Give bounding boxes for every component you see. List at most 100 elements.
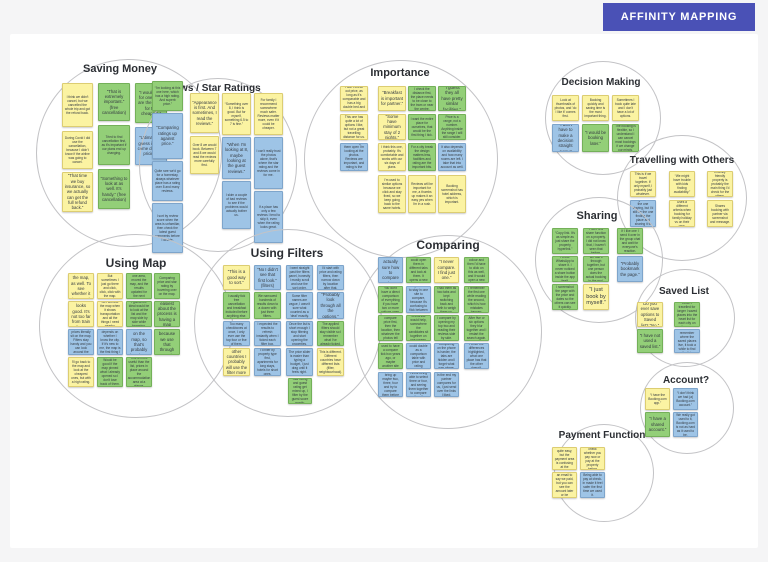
cluster-title-payment-function[interactable]: Payment Function (558, 430, 646, 441)
sticky-note[interactable]: I think this one, probably. It's comfort… (378, 143, 406, 171)
sticky-note[interactable]: “I just book by myself.” (583, 284, 609, 310)
sticky-note[interactable]: I'd start with price and rating filters,… (317, 265, 344, 290)
sticky-note[interactable]: “What I find easiest about the process i… (154, 301, 180, 327)
sticky-note[interactable]: “This is a good way to sort.” (223, 265, 250, 290)
cluster-circle-travelling-with-others[interactable] (617, 135, 747, 261)
sticky-note[interactable]: Being able to pay at check-in made it fe… (580, 472, 605, 498)
cluster-title-saved-list[interactable]: Saved List (658, 286, 710, 297)
cluster-title-using-map[interactable]: Using Map (105, 256, 167, 270)
cluster-title-comparing[interactable]: Comparing (416, 238, 480, 252)
sticky-note[interactable]: “This hotel looks good. It's not too far… (68, 301, 94, 327)
cluster-circle-account[interactable] (640, 362, 734, 454)
sticky-note[interactable]: “Probably look through all the options.” (317, 292, 344, 319)
sticky-note[interactable]: I feel Booking used to have a compare ti… (378, 343, 403, 369)
sticky-note[interactable]: Too many checkboxes at once, I only ever… (223, 321, 250, 346)
sticky-note[interactable]: “I'm not actually sure how to compare on… (378, 257, 403, 283)
sticky-note[interactable]: After five or six options they blur toge… (464, 315, 489, 341)
sticky-note[interactable]: Once I've got them open I'm looking at t… (340, 143, 368, 171)
sticky-note[interactable]: The booking is flexible, so I understand… (612, 124, 639, 152)
sticky-note[interactable]: “I have the Booking.com app.” (645, 388, 670, 410)
cluster-title-account[interactable]: Account? (662, 375, 710, 386)
sticky-note[interactable]: Once the list is short enough I stop fil… (286, 321, 313, 346)
sticky-note[interactable]: Price is a range, not a number. Anything… (438, 114, 466, 140)
sticky-note[interactable]: “Comparing ratings up against price.” (152, 113, 183, 159)
sticky-note[interactable]: “No I didn't see that first look.” (filt… (254, 265, 281, 290)
sticky-note[interactable]: I guess the ideal would be to look at th… (126, 301, 152, 327)
sticky-note[interactable]: Nice that the prices literally sit on th… (68, 329, 94, 355)
sticky-note[interactable]: We talk it through together, but one per… (583, 256, 609, 282)
sticky-note[interactable]: I went straight past the filters panel, … (286, 265, 313, 290)
sticky-note[interactable]: A shortlist would help, somewhere the ca… (406, 315, 431, 341)
cluster-title-saving-money[interactable]: Saving Money (83, 63, 157, 75)
cluster-circle-decision-making[interactable] (545, 61, 661, 175)
sticky-note[interactable]: This is different. Different countries h… (317, 348, 344, 376)
sticky-note[interactable]: I could not remember where the saved pla… (674, 329, 700, 353)
sticky-note[interactable]: If I like one I send it over in the grou… (617, 228, 643, 254)
sticky-note[interactable]: In the end my partner compares for us, I… (434, 372, 459, 397)
sticky-note[interactable]: “When I'm looking at 8, maybe looking at… (222, 137, 251, 179)
sticky-note[interactable]: Booking screenshot has hotel address, wh… (438, 175, 466, 213)
cluster-title-sharing[interactable]: Sharing (576, 210, 618, 222)
sticky-note[interactable]: I'd like the differences highlighted, wh… (464, 343, 489, 369)
sticky-note[interactable]: I keep the colour and then I'd have to c… (464, 257, 489, 283)
sticky-note[interactable]: I expected the results to refresh instan… (254, 321, 281, 346)
sticky-note[interactable]: Probably I'd bring up maybe two, three, … (378, 372, 403, 397)
sticky-note[interactable]: “I'm looking at this one here, which has… (152, 81, 183, 111)
sticky-note[interactable]: “I have not used a saved list.” (637, 329, 663, 353)
sticky-note[interactable]: We really got used to it, Booking.com is… (673, 412, 698, 437)
sticky-note[interactable]: I think we got an email to say we paid, … (552, 472, 577, 498)
sticky-note[interactable]: There is a share function on a property.… (583, 228, 609, 254)
sticky-note[interactable]: I remember the first one while reading t… (464, 286, 489, 313)
sticky-note[interactable]: I searched one area, moved the map, and … (126, 273, 152, 299)
sticky-note[interactable]: “Appearance is first. And sometimes, I r… (190, 93, 219, 133)
sticky-note[interactable]: “Something over 8, I think is good. But … (222, 93, 251, 135)
sticky-note[interactable]: Mostly I compare price first, then the l… (378, 315, 403, 341)
sticky-note[interactable]: During Covid I did use the cancellation,… (62, 131, 93, 169)
sticky-note[interactable]: This is if we travel together. If only m… (630, 171, 656, 197)
sticky-note[interactable]: Look at thumbnails of photos, and 'do I … (552, 95, 579, 121)
sticky-note[interactable]: For family I recommend somewhere much sa… (254, 93, 283, 135)
sticky-note[interactable]: A family friendly property is probably t… (707, 171, 733, 197)
sticky-note[interactable]: I think we didn't cancel, but we cancell… (62, 83, 93, 127)
sticky-note[interactable]: I'd filter by property type first, apart… (254, 348, 281, 376)
sticky-note[interactable]: “I would be booking later.” (582, 124, 609, 152)
sticky-note[interactable]: Tried to find cancellation first, as it'… (98, 125, 130, 165)
sticky-note[interactable]: I compare by opening my top two and read… (434, 315, 459, 341)
sticky-note[interactable]: I usually tick free cancellation and bre… (223, 292, 250, 319)
sticky-note[interactable]: Reviews will be important for me, a thum… (408, 175, 436, 213)
sticky-note[interactable]: So I will use the map when it shows tran… (97, 301, 123, 327)
sticky-note[interactable]: I always check whether you pay now or pa… (580, 447, 605, 470)
sticky-note[interactable]: I want the entire place for ourselves, t… (408, 114, 436, 140)
sticky-note[interactable]: “For the other countries I probably will… (223, 348, 250, 376)
cluster-title-importance[interactable]: Importance (370, 67, 430, 79)
sticky-note[interactable]: When I travelled for longer I saved plac… (674, 302, 700, 327)
sticky-note[interactable]: “Something to look at as well. It's hand… (98, 169, 130, 209)
sticky-note[interactable]: I guess I could open them in different t… (406, 257, 431, 283)
sticky-note[interactable]: “I never compare. I find just one.” (434, 257, 459, 283)
sticky-note[interactable]: Comparing price and star rating by hover… (154, 273, 180, 299)
sticky-note[interactable]: Do you ever save options to Saved list? … (637, 302, 663, 327)
sticky-note[interactable]: I'll go back to the map and look at the … (68, 357, 94, 387)
sticky-note[interactable]: I don't check out price, as long as it's… (340, 86, 368, 111)
sticky-note[interactable]: I had them as two tabs and kept switchin… (434, 286, 459, 313)
sticky-note[interactable]: I screenshot the page with the price and… (552, 284, 578, 310)
sticky-note[interactable]: I can't really trust the photos alone, t… (254, 137, 283, 189)
sticky-note[interactable]: You don't have a direct comparison of ev… (378, 286, 403, 313)
cluster-title-travelling-with-others[interactable]: Travelling with Others (629, 155, 735, 166)
sticky-note[interactable]: Over 8 we would book. Between 7 and 8 we… (190, 136, 219, 174)
sticky-note[interactable]: “I don't think we had (a) Booking.com ac… (673, 388, 698, 410)
cluster-title-using-filters[interactable]: Using Filters (250, 246, 324, 260)
sticky-note[interactable]: I check the distance first, the place ne… (408, 86, 436, 111)
sticky-note[interactable]: Sometimes I book quite late and I don't … (612, 95, 639, 121)
sticky-note[interactable]: “I guess they all have pretty similar fa… (438, 86, 466, 111)
sticky-note[interactable]: We narrowed hundreds of results down to … (254, 292, 281, 319)
sticky-note[interactable]: “I don't have to make a decision straigh… (552, 124, 579, 152)
sticky-note[interactable]: Booking quickly and saving time is the m… (582, 95, 609, 121)
sticky-note[interactable]: “I have a shared account.” (645, 412, 670, 437)
sticky-note[interactable]: Would be good if the map pinned what I a… (97, 357, 123, 387)
sticky-note[interactable]: Quite rare we'd go for a homestay, alway… (152, 161, 183, 201)
sticky-note[interactable]: I think being able to select three or fo… (406, 372, 431, 397)
sticky-note[interactable]: Some filter names are vague, I wasn't su… (286, 292, 313, 319)
cluster-title-decision-making[interactable]: Decision Making (561, 77, 641, 88)
sticky-note[interactable]: The saved list could double as a compari… (406, 343, 431, 369)
